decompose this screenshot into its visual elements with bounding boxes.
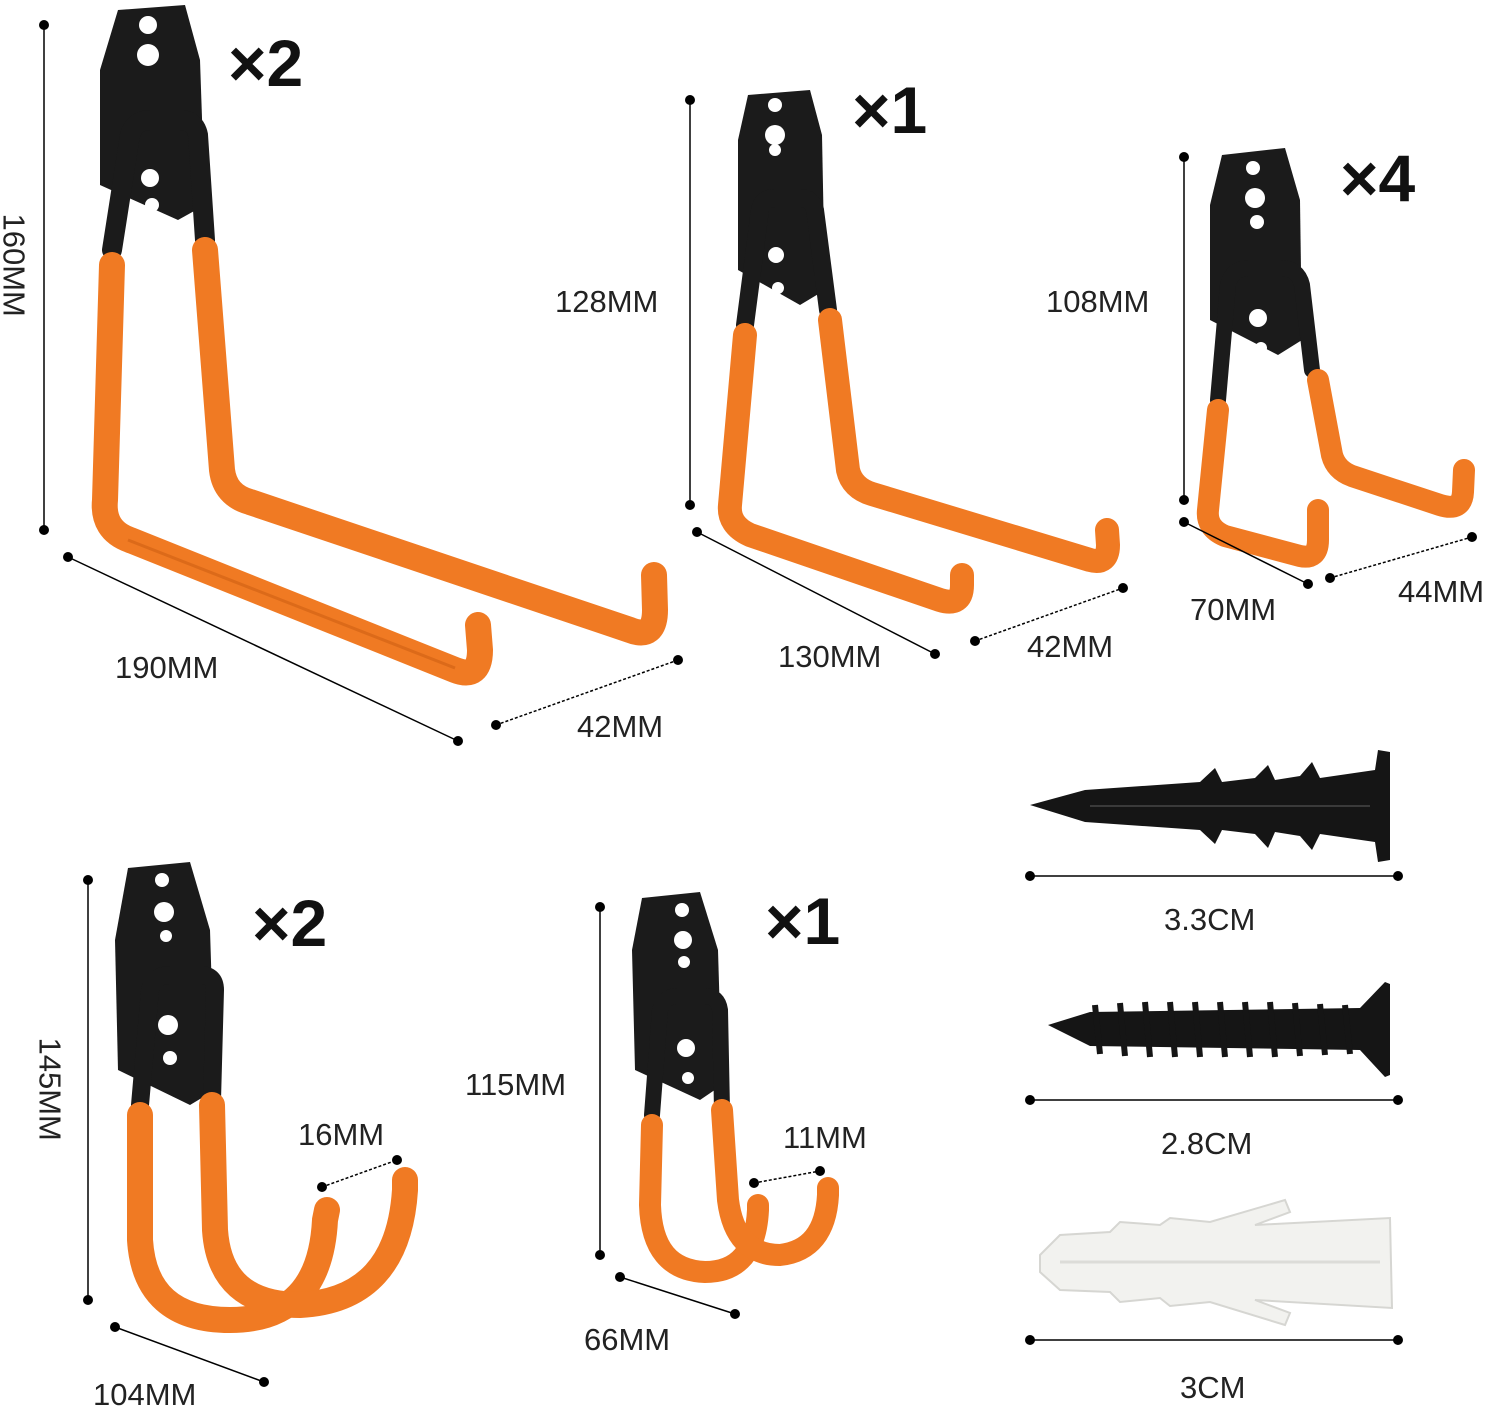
large-j-hook-icon <box>115 862 418 1334</box>
small-utility-height-label: 108MM <box>1046 284 1150 319</box>
medium-utility-height-label: 128MM <box>555 284 659 319</box>
small-j-dimension-lines <box>595 902 825 1319</box>
medium-utility-width-label: 42MM <box>1027 629 1114 664</box>
large-utility-dimension-lines <box>39 20 683 746</box>
hardware-dimension-lines <box>1025 871 1403 1345</box>
small-utility-dimension-lines <box>1179 152 1477 589</box>
large-utility-height-label: 160MM <box>0 213 32 317</box>
drywall-anchor-icon <box>1030 750 1390 862</box>
screw-icon <box>1048 982 1390 1077</box>
large-j-width-label: 16MM <box>298 1117 385 1152</box>
large-j-quantity: ×2 <box>252 886 328 960</box>
large-j-height-label: 145MM <box>32 1037 68 1141</box>
screw-length-label: 2.8CM <box>1161 1126 1253 1161</box>
large-j-dimension-lines <box>83 875 402 1387</box>
medium-utility-quantity: ×1 <box>852 73 928 147</box>
small-utility-width-label: 44MM <box>1398 574 1485 609</box>
large-j-length-label: 104MM <box>93 1377 197 1411</box>
small-j-length-label: 66MM <box>584 1322 671 1357</box>
large-utility-hook-icon <box>91 5 668 686</box>
drywall-anchor-length-label: 3.3CM <box>1164 902 1256 937</box>
large-utility-quantity: ×2 <box>228 26 304 100</box>
small-utility-quantity: ×4 <box>1340 141 1416 215</box>
small-j-width-label: 11MM <box>783 1120 867 1155</box>
small-j-height-label: 115MM <box>465 1067 567 1102</box>
medium-utility-dimension-lines <box>685 95 1128 659</box>
small-utility-hook-icon <box>1196 148 1475 568</box>
plastic-anchor-length-label: 3CM <box>1180 1370 1246 1405</box>
small-utility-length-label: 70MM <box>1190 592 1277 627</box>
large-utility-width-label: 42MM <box>577 709 664 744</box>
plastic-anchor-icon <box>1039 1198 1394 1327</box>
medium-utility-length-label: 130MM <box>778 639 882 674</box>
large-utility-length-label: 190MM <box>115 650 219 685</box>
medium-utility-hook-icon <box>717 90 1120 614</box>
small-j-quantity: ×1 <box>765 884 841 958</box>
